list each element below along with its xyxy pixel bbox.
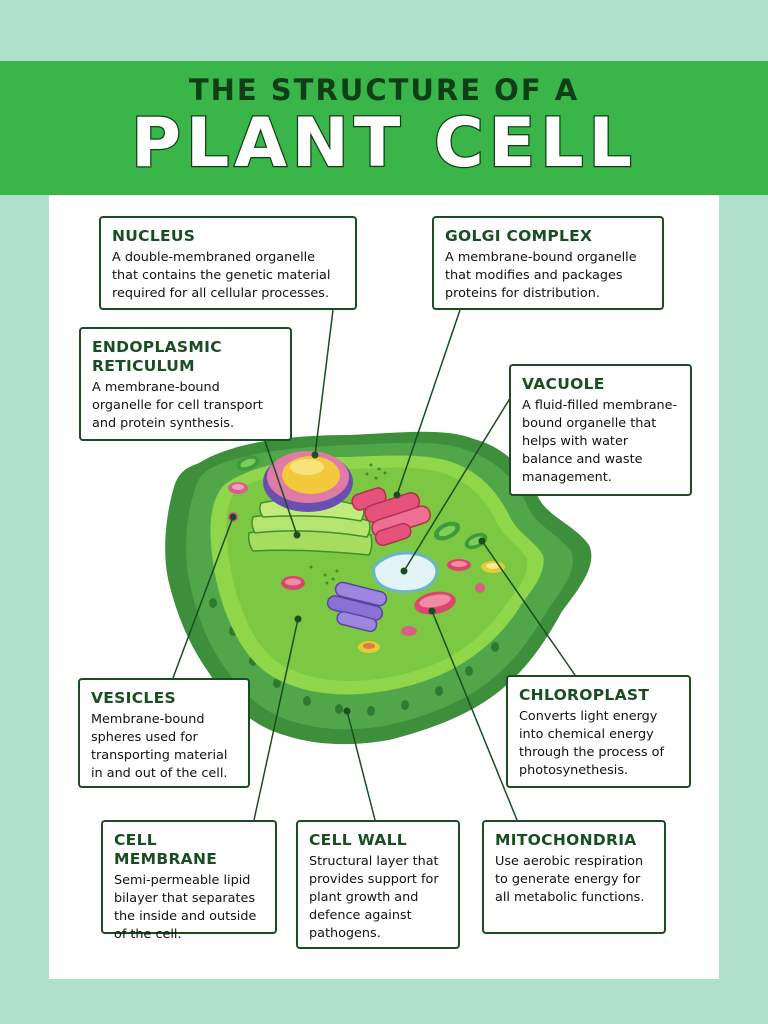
rough-er-shape bbox=[326, 581, 388, 633]
vacuole-desc: A fluid-filled membrane-bound organelle … bbox=[522, 398, 678, 485]
vesicles-desc: Membrane-bound spheres used for transpor… bbox=[91, 712, 228, 781]
nucleus-desc: A double-membraned organelle that contai… bbox=[112, 250, 331, 301]
chloroplast-title: CHLOROPLAST bbox=[519, 686, 650, 704]
cell-wall-desc: Structural layer that provides support f… bbox=[309, 854, 439, 941]
label-cell-wall: CELL WALL Structural layer that provides… bbox=[296, 820, 460, 949]
golgi-shape bbox=[351, 487, 431, 547]
label-endoplasmic-reticulum: ENDOPLASMIC RETICULUM A membrane-bound o… bbox=[79, 327, 292, 441]
title-banner bbox=[0, 61, 768, 195]
er-desc: A membrane-bound organelle for cell tran… bbox=[92, 380, 263, 431]
leader-dots bbox=[229, 451, 486, 715]
golgi-desc: A membrane-bound organelle that modifies… bbox=[445, 250, 637, 301]
cell-wall-title: CELL WALL bbox=[309, 831, 407, 849]
chloroplast-desc: Converts light energy into chemical ener… bbox=[519, 709, 664, 778]
title-line-2: PLANT CELL bbox=[130, 103, 637, 185]
title-line-1: THE STRUCTURE OF A bbox=[188, 73, 580, 107]
label-chloroplast: CHLOROPLAST Converts light energy into c… bbox=[506, 675, 691, 788]
label-golgi-complex: GOLGI COMPLEX A membrane-bound organelle… bbox=[432, 216, 664, 310]
ribosome-dots bbox=[309, 463, 387, 585]
golgi-title: GOLGI COMPLEX bbox=[445, 227, 593, 245]
vesicles-title: VESICLES bbox=[91, 689, 176, 707]
label-mitochondria: MITOCHONDRIA Use aerobic respiration to … bbox=[482, 820, 666, 934]
leader-lines bbox=[172, 309, 576, 821]
diagram-panel: NUCLEUS A double-membraned organelle tha… bbox=[49, 195, 719, 979]
vacuole-title: VACUOLE bbox=[522, 375, 605, 393]
cell-membrane-desc: Semi-permeable lipid bilayer that separa… bbox=[114, 873, 257, 942]
mitochondria-title: MITOCHONDRIA bbox=[495, 831, 637, 849]
cell-membrane-title: CELL MEMBRANE bbox=[114, 831, 218, 868]
vesicle-shapes bbox=[228, 482, 505, 653]
nucleus-title: NUCLEUS bbox=[112, 227, 196, 245]
plant-cell-diagram bbox=[165, 309, 592, 821]
mitochondria-desc: Use aerobic respiration to generate ener… bbox=[495, 854, 645, 905]
cell-wall-pores bbox=[209, 598, 499, 716]
er-title: ENDOPLASMIC RETICULUM bbox=[92, 338, 222, 375]
chloroplast-shapes bbox=[236, 455, 488, 550]
nucleus-shape bbox=[263, 451, 353, 512]
label-nucleus: NUCLEUS A double-membraned organelle tha… bbox=[99, 216, 357, 310]
label-vesicles: VESICLES Membrane-bound spheres used for… bbox=[78, 678, 250, 788]
label-vacuole: VACUOLE A fluid-filled membrane-bound or… bbox=[509, 364, 692, 496]
label-cell-membrane: CELL MEMBRANE Semi-permeable lipid bilay… bbox=[101, 820, 277, 942]
mitochondria-shape bbox=[281, 559, 471, 615]
